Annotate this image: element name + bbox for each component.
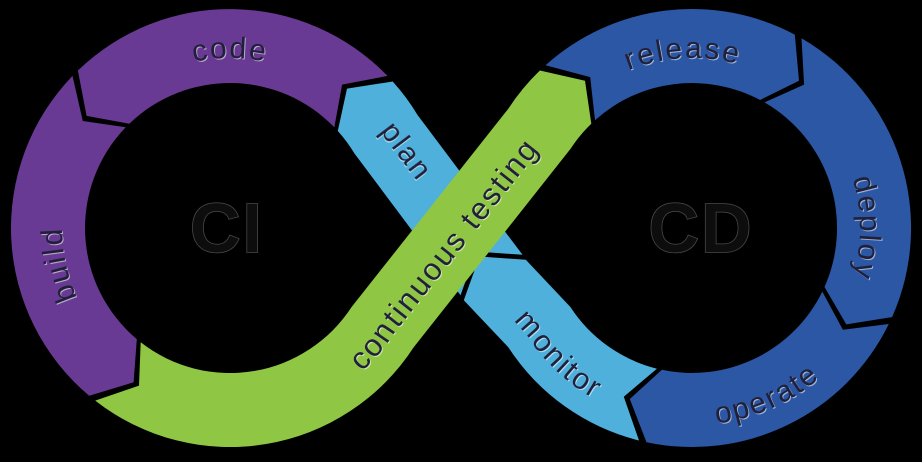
operate-arc-segment [629,291,889,447]
ci-label: CI [190,189,264,267]
continuous-testing-ribbon-segment [95,70,592,448]
monitor-ribbon-segment [463,256,657,441]
code-arc-segment [77,9,388,128]
release-arc-segment [545,9,799,121]
build-arc-segment [11,75,137,396]
deploy-arc-segment [764,38,912,325]
cd-label: CD [648,189,753,267]
